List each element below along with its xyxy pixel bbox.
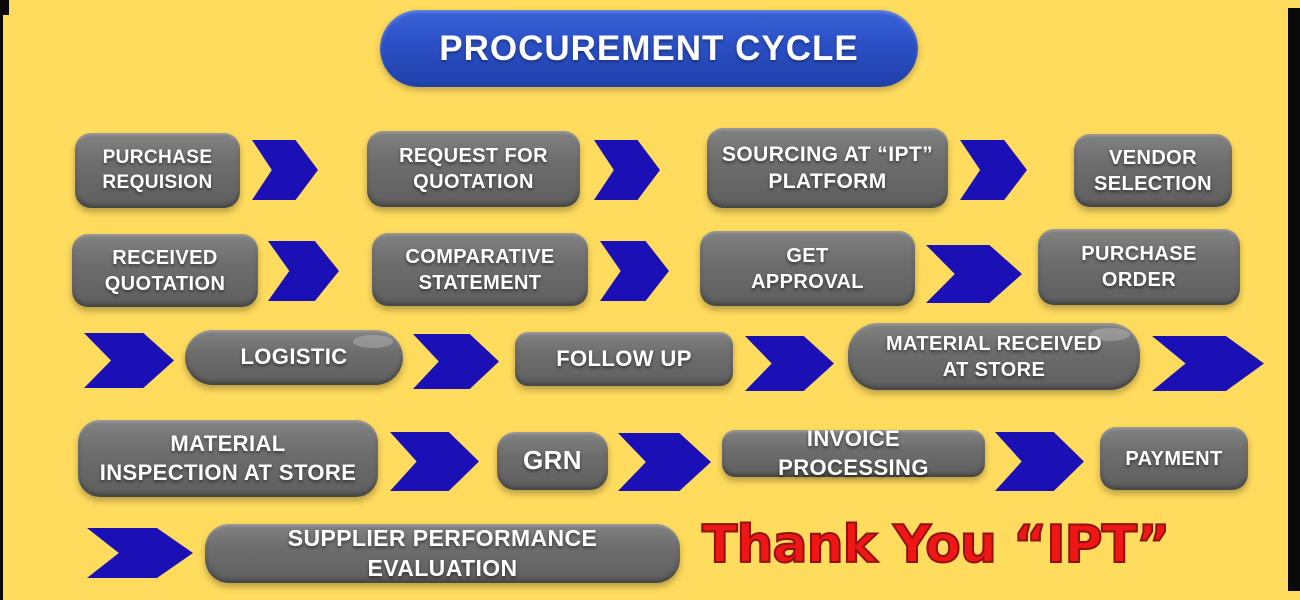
- step-label: SOURCING AT “IPT” PLATFORM: [722, 142, 933, 193]
- step-logistic: LOGISTIC: [185, 330, 403, 385]
- step-supplier-performance-evaluation: SUPPLIER PERFORMANCE EVALUATION: [205, 524, 680, 583]
- step-grn: GRN: [497, 432, 608, 490]
- step-invoice-processing: INVOICE PROCESSING: [722, 426, 985, 480]
- step-label: GRN: [523, 445, 582, 476]
- chevron-arrow-icon: [618, 433, 711, 491]
- chevron-arrow-icon: [1152, 336, 1264, 391]
- chevron-arrow-icon: [600, 241, 669, 301]
- step-request-for-quotation: REQUEST FOR QUOTATION: [367, 131, 580, 207]
- step-sourcing-at-ipt-platform: SOURCING AT “IPT” PLATFORM: [707, 128, 948, 208]
- chevron-arrow-icon: [413, 334, 499, 389]
- diagram-title-text: PROCUREMENT CYCLE: [439, 28, 859, 68]
- step-label: SUPPLIER PERFORMANCE EVALUATION: [287, 524, 598, 581]
- step-purchase-order: PURCHASE ORDER: [1038, 229, 1240, 305]
- step-label: VENDOR SELECTION: [1093, 146, 1213, 195]
- step-material-inspection-at-store: MATERIAL INSPECTION AT STORE: [78, 420, 378, 497]
- left-edge-bar: [0, 0, 3, 600]
- chevron-arrow-icon: [84, 333, 174, 388]
- step-payment: PAYMENT: [1100, 427, 1248, 490]
- right-edge-bar: [1288, 8, 1300, 591]
- chevron-arrow-icon: [594, 140, 660, 200]
- chevron-arrow-icon: [87, 528, 193, 578]
- chevron-arrow-icon: [960, 140, 1027, 200]
- step-received-quotation: RECEIVED QUOTATION: [72, 234, 258, 307]
- step-get-approval: GET APPROVAL: [700, 231, 915, 306]
- step-label: INVOICE PROCESSING: [778, 425, 929, 480]
- step-label: LOGISTIC: [240, 344, 348, 370]
- step-label: PAYMENT: [1125, 447, 1223, 470]
- step-purchase-requision: PURCHASE REQUISION: [75, 133, 240, 208]
- thank-you-text: Thank You “IPT”: [701, 514, 1171, 576]
- chevron-arrow-icon: [268, 241, 339, 301]
- step-label: PURCHASE ORDER: [1081, 243, 1197, 291]
- chevron-arrow-icon: [995, 432, 1084, 491]
- step-label: MATERIAL RECEIVED AT STORE: [885, 332, 1103, 381]
- chevron-arrow-icon: [745, 336, 834, 391]
- step-label: GET APPROVAL: [751, 244, 864, 293]
- chevron-arrow-icon: [390, 432, 479, 491]
- step-follow-up: FOLLOW UP: [515, 332, 733, 386]
- step-comparative-statement: COMPARATIVE STATEMENT: [372, 233, 588, 306]
- step-label: RECEIVED QUOTATION: [104, 246, 226, 295]
- step-label: FOLLOW UP: [556, 345, 692, 371]
- step-label: PURCHASE REQUISION: [102, 146, 213, 193]
- diagram-title: PROCUREMENT CYCLE: [380, 10, 918, 87]
- step-label: MATERIAL INSPECTION AT STORE: [99, 430, 357, 485]
- top-left-corner-mark: [0, 0, 9, 15]
- step-label: REQUEST FOR QUOTATION: [399, 145, 548, 193]
- step-label: COMPARATIVE STATEMENT: [405, 245, 555, 294]
- step-vendor-selection: VENDOR SELECTION: [1074, 134, 1232, 207]
- chevron-arrow-icon: [926, 245, 1022, 303]
- step-material-received-at-store: MATERIAL RECEIVED AT STORE: [848, 323, 1140, 390]
- chevron-arrow-icon: [252, 140, 318, 200]
